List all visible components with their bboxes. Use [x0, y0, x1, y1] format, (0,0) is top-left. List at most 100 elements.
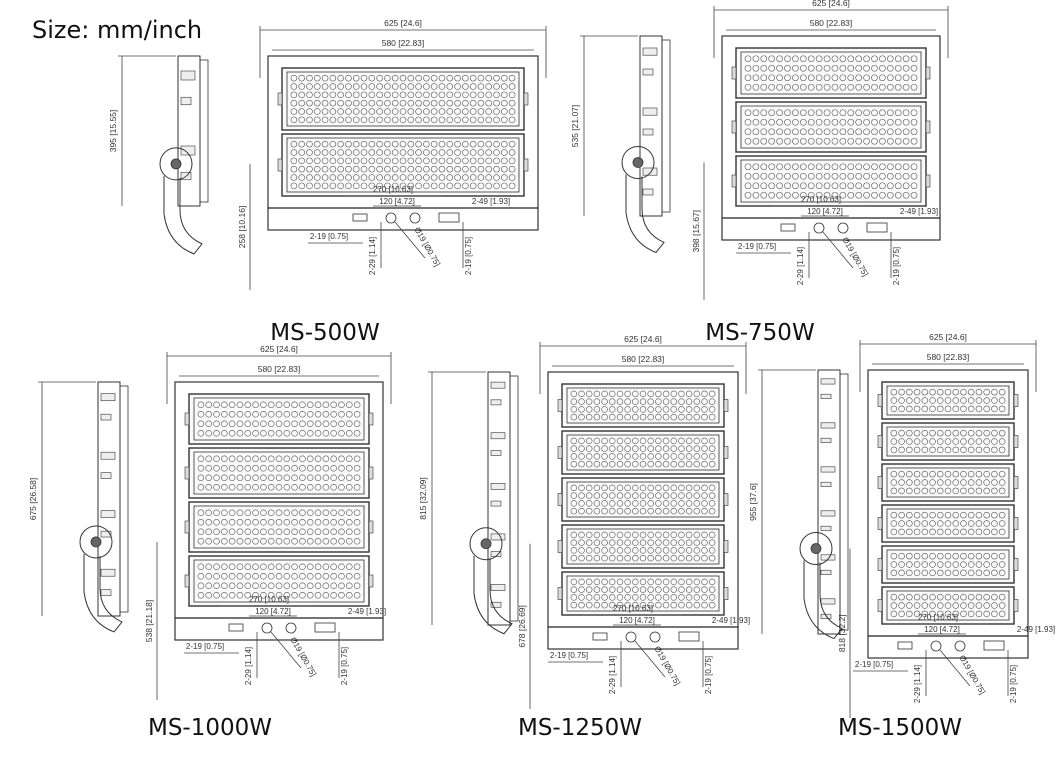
led-lens — [330, 420, 337, 428]
led-lens — [399, 157, 407, 165]
led-lens — [784, 182, 791, 190]
led-lens — [898, 388, 905, 396]
dim-270-label: 270 [10.63] — [249, 595, 289, 604]
led-lens — [847, 83, 855, 91]
led-lens — [752, 74, 760, 82]
led-lens — [967, 602, 975, 609]
led-lens — [275, 591, 283, 599]
led-lens — [991, 511, 998, 519]
led-lens — [244, 429, 252, 437]
led-lens — [368, 116, 376, 124]
led-lens — [353, 582, 361, 590]
led-lens — [887, 74, 894, 82]
led-lens — [330, 537, 337, 545]
led-lens — [221, 429, 228, 437]
led-lens — [353, 509, 361, 517]
led-lens — [228, 455, 236, 463]
led-lens — [236, 572, 244, 580]
dim-hole-dia-label: Ø19 [Ø0.75] — [288, 636, 318, 678]
led-lens — [662, 437, 670, 445]
led-lens — [847, 55, 855, 63]
led-lens — [847, 118, 855, 126]
led-lens — [283, 464, 291, 472]
led-lens — [921, 470, 929, 478]
led-lens — [338, 429, 345, 437]
led-lens — [670, 413, 677, 421]
led-lens — [485, 140, 492, 148]
led-lens — [360, 174, 368, 181]
led-lens — [983, 610, 990, 618]
led-lens — [462, 99, 469, 107]
module-tab — [1013, 394, 1019, 407]
led-lens — [887, 172, 894, 180]
led-lens — [213, 582, 220, 590]
led-lens — [593, 601, 601, 609]
led-lens — [338, 509, 345, 517]
led-lens — [415, 99, 422, 107]
led-lens — [624, 586, 631, 593]
dim-hole-small-label: 2-19 [0.75] — [340, 647, 349, 685]
led-lens — [260, 483, 267, 491]
led-lens — [616, 547, 624, 554]
led-lens — [360, 140, 368, 148]
led-lens — [329, 140, 337, 148]
led-lens — [438, 91, 446, 99]
led-lens — [252, 528, 259, 536]
led-lens — [345, 157, 352, 165]
pivot-bolt — [632, 157, 644, 168]
led-lens — [508, 140, 516, 148]
led-lens — [693, 390, 701, 398]
led-lens — [910, 128, 918, 136]
led-lens — [330, 464, 337, 472]
led-lens — [894, 163, 902, 171]
led-lens — [624, 539, 631, 546]
led-lens — [329, 149, 337, 156]
led-lens — [321, 149, 329, 156]
led-lens — [701, 445, 708, 452]
led-lens — [960, 479, 967, 486]
side-fin — [820, 378, 836, 385]
led-lens — [632, 578, 639, 586]
led-lens — [898, 561, 905, 568]
led-lens — [593, 531, 601, 539]
led-lens — [839, 182, 847, 190]
led-lens — [863, 83, 870, 91]
led-lens — [609, 554, 616, 562]
led-lens — [384, 174, 391, 181]
led-lens — [701, 492, 708, 499]
led-lens — [647, 484, 654, 492]
led-lens — [578, 539, 585, 546]
led-lens — [616, 601, 624, 609]
led-lens — [647, 539, 654, 546]
pivot-disk — [621, 145, 655, 179]
led-lens — [221, 563, 228, 571]
led-lens — [670, 547, 677, 554]
dim-hole-dia-label: Ø19 [Ø0.75] — [412, 226, 442, 268]
led-lens — [446, 165, 454, 173]
led-lens — [609, 601, 616, 609]
led-module — [184, 447, 374, 499]
led-lens — [708, 445, 716, 452]
led-lens — [438, 116, 446, 124]
led-lens — [469, 149, 477, 156]
slot-left — [228, 623, 244, 632]
led-lens — [952, 593, 959, 601]
dim-hole-small-label: 2-19 [0.75] — [704, 656, 713, 694]
led-lens — [967, 487, 975, 495]
side-fin — [490, 432, 506, 440]
led-lens — [415, 157, 422, 165]
led-lens — [244, 401, 252, 409]
led-lens — [299, 420, 306, 428]
led-lens — [752, 109, 760, 117]
led-lens — [693, 445, 701, 452]
led-lens — [291, 455, 298, 463]
led-lens — [501, 116, 508, 124]
side-view-ms-750w: 535 [21.07]398 [15.67] — [570, 35, 705, 300]
led-lens — [944, 520, 952, 527]
led-lens — [585, 484, 593, 492]
led-lens — [685, 406, 693, 413]
led-lens — [632, 500, 639, 507]
led-lens — [685, 539, 693, 546]
bracket-arm — [625, 174, 665, 254]
